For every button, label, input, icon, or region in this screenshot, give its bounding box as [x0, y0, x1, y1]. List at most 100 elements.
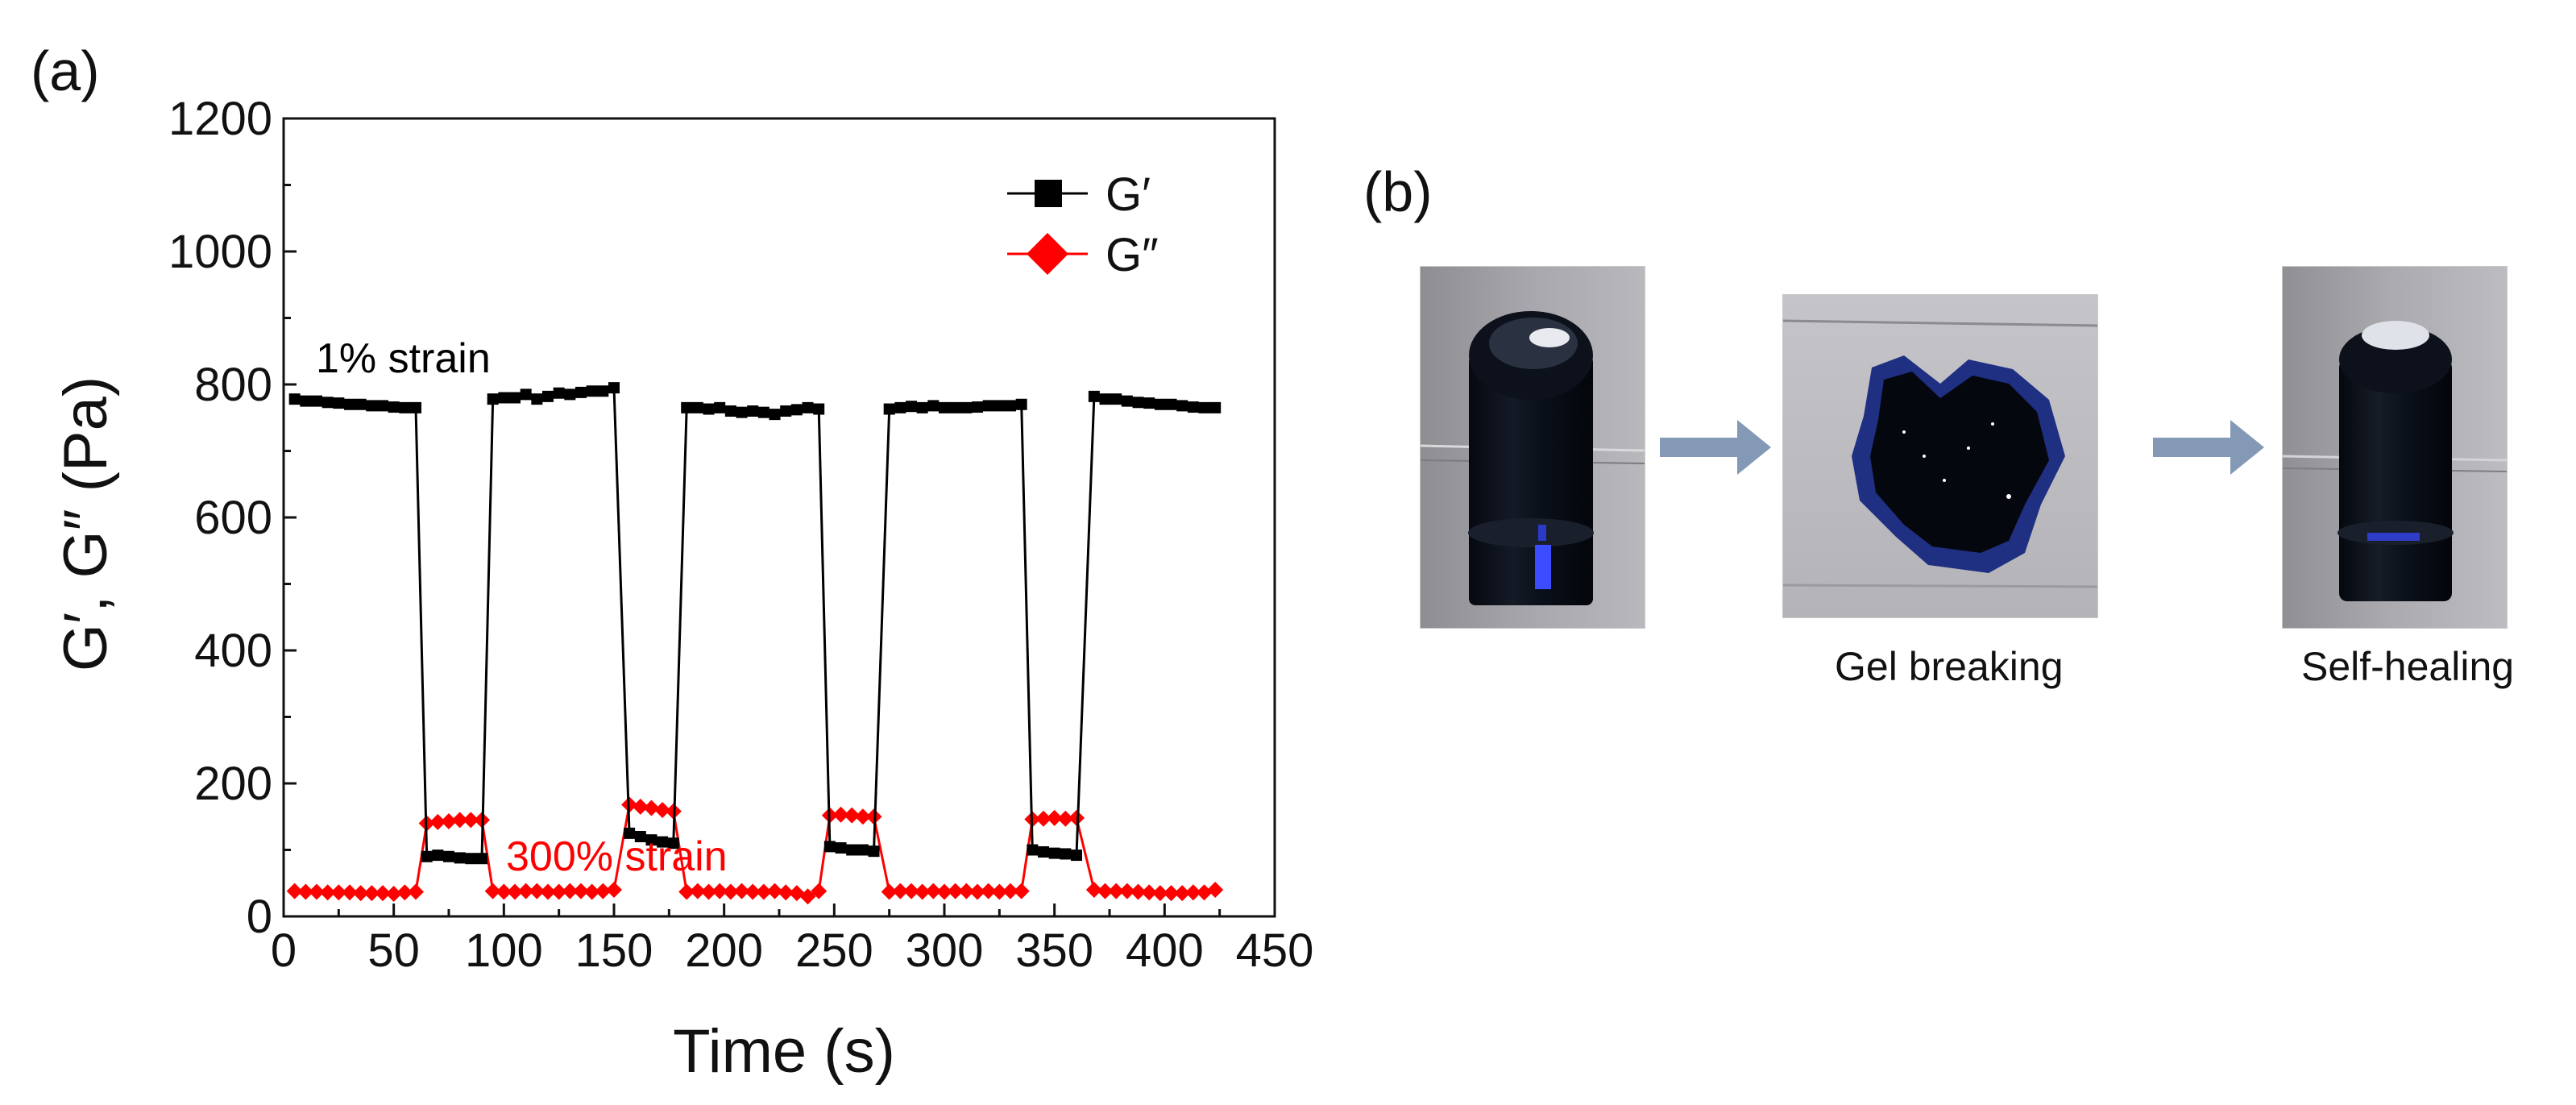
data-point	[388, 401, 400, 413]
data-point	[330, 884, 347, 901]
data-point	[529, 883, 545, 899]
data-point	[344, 398, 355, 410]
data-point	[286, 883, 303, 899]
data-point	[553, 387, 565, 399]
series-g-prime	[288, 382, 1222, 865]
data-point	[1108, 883, 1125, 899]
data-point	[573, 883, 589, 899]
data-point	[498, 392, 510, 404]
data-point	[454, 852, 466, 864]
data-point	[811, 883, 828, 899]
data-point	[678, 883, 695, 900]
data-point	[769, 409, 781, 421]
data-point	[562, 883, 579, 899]
data-point	[1165, 398, 1177, 410]
data-point	[1060, 848, 1072, 860]
data-point	[1002, 883, 1018, 899]
data-point	[799, 888, 816, 905]
data-point	[309, 883, 325, 900]
data-point	[936, 883, 952, 900]
data-point	[949, 401, 961, 413]
data-point	[823, 841, 836, 853]
data-point	[421, 850, 433, 862]
data-point	[1184, 884, 1201, 901]
y-tick-label: 600	[194, 492, 272, 544]
data-point	[832, 806, 849, 823]
data-point	[319, 884, 336, 901]
data-point	[747, 405, 759, 417]
photo-caption-self-healing: Self-healing	[2301, 644, 2515, 689]
data-point	[681, 401, 693, 413]
data-point	[1151, 885, 1168, 902]
data-point	[408, 883, 424, 900]
legend-label: G″	[1105, 229, 1159, 281]
data-point	[881, 883, 898, 900]
data-point	[517, 883, 534, 899]
data-point	[608, 382, 620, 394]
y-axis-label: G′, G″ (Pa)	[52, 376, 120, 671]
data-point	[947, 883, 964, 899]
data-point	[586, 385, 598, 397]
x-tick-label: 300	[906, 924, 984, 977]
data-point	[868, 845, 880, 858]
data-point	[722, 883, 739, 900]
data-point	[1121, 395, 1133, 407]
data-point	[288, 393, 301, 405]
data-point	[1048, 847, 1060, 859]
data-point	[531, 393, 543, 405]
y-tick-label: 1200	[168, 93, 272, 145]
panel-a-label: (a)	[31, 39, 100, 102]
data-point	[790, 404, 803, 416]
annotation-high-strain: 300% strain	[506, 833, 728, 880]
data-point	[410, 401, 421, 413]
data-point	[883, 403, 895, 415]
data-point	[1196, 884, 1213, 901]
data-point	[540, 883, 556, 900]
data-point	[385, 885, 402, 902]
right-arrow-icon	[2153, 420, 2264, 475]
data-point	[958, 883, 975, 899]
data-point	[443, 850, 454, 862]
data-point	[894, 401, 906, 413]
data-point	[1110, 393, 1122, 405]
data-point	[564, 388, 576, 401]
data-point	[1209, 401, 1222, 413]
data-point	[654, 802, 671, 818]
data-point	[352, 885, 369, 902]
data-point	[1174, 885, 1191, 902]
data-point	[632, 798, 649, 815]
data-point	[1088, 390, 1100, 402]
x-tick-label: 200	[685, 924, 763, 977]
data-point	[1154, 398, 1166, 410]
data-point	[914, 883, 931, 900]
data-point	[583, 883, 600, 900]
data-point	[1038, 845, 1049, 858]
data-point	[634, 831, 646, 842]
data-point	[766, 883, 783, 899]
data-point	[857, 844, 869, 856]
data-point	[1068, 809, 1085, 826]
data-point	[1176, 400, 1188, 412]
data-point	[916, 401, 928, 413]
data-point	[972, 401, 983, 413]
data-point	[757, 406, 769, 418]
data-point	[1141, 884, 1158, 901]
legend-label: G′	[1105, 168, 1151, 221]
data-point	[624, 827, 636, 839]
data-point	[939, 401, 950, 413]
x-tick-label: 50	[367, 924, 420, 977]
y-tick-label: 400	[194, 625, 272, 677]
data-point	[476, 853, 487, 865]
data-point	[333, 397, 345, 409]
x-tick-label: 100	[465, 924, 543, 977]
data-point	[509, 392, 521, 404]
data-point	[745, 883, 761, 900]
data-point	[1057, 810, 1074, 827]
data-point	[854, 808, 871, 825]
data-point	[1130, 883, 1147, 900]
data-point	[925, 883, 942, 899]
y-tick-label: 0	[247, 891, 272, 943]
data-point	[311, 395, 322, 407]
data-point	[297, 883, 314, 900]
photo-healed-gel	[2282, 266, 2508, 629]
